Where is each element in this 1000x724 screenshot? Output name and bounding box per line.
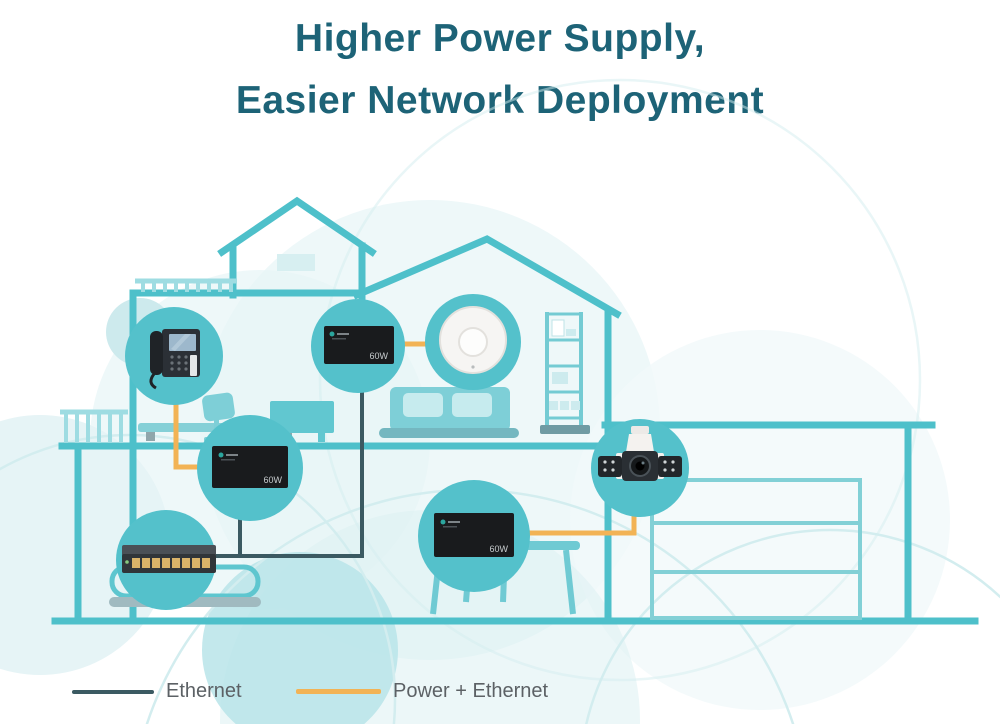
bed (379, 387, 519, 438)
porch-railing (60, 409, 128, 443)
ethernet-line-swatch (72, 690, 154, 694)
page-title-line1: Higher Power Supply, (294, 17, 706, 60)
ethernet-cable-switch-to-upstairs (213, 392, 364, 558)
poe-switch-icon (122, 545, 216, 573)
ptz-camera-icon (598, 426, 682, 481)
storage-rack (540, 312, 590, 434)
dormer-roof (217, 196, 377, 257)
power-ethernet-line-swatch (296, 689, 381, 694)
poe-power-label: 60W (489, 544, 508, 554)
poe-power-label: 60W (369, 351, 388, 361)
ethernet-label: Ethernet (166, 680, 242, 702)
main-roof (352, 235, 622, 319)
ceiling-ap-icon (439, 306, 507, 374)
poe-power-label: 60W (263, 475, 282, 485)
balcony-railing (135, 278, 236, 292)
poe-injector-icon-downstairs: 60W (434, 513, 514, 557)
power-ethernet-label: Power + Ethernet (393, 680, 549, 702)
legend: Ethernet Power + Ethernet (0, 672, 1000, 712)
garage-door (650, 478, 862, 620)
ip-phone-icon (149, 329, 200, 390)
poe-injector-icon-upstairs: 60W (324, 326, 394, 364)
poe-injector-icon-midfloor: 60W (212, 446, 288, 488)
ethernet-cables (213, 392, 364, 558)
poe-cable-phone (173, 403, 199, 470)
dormer-window (277, 254, 315, 271)
